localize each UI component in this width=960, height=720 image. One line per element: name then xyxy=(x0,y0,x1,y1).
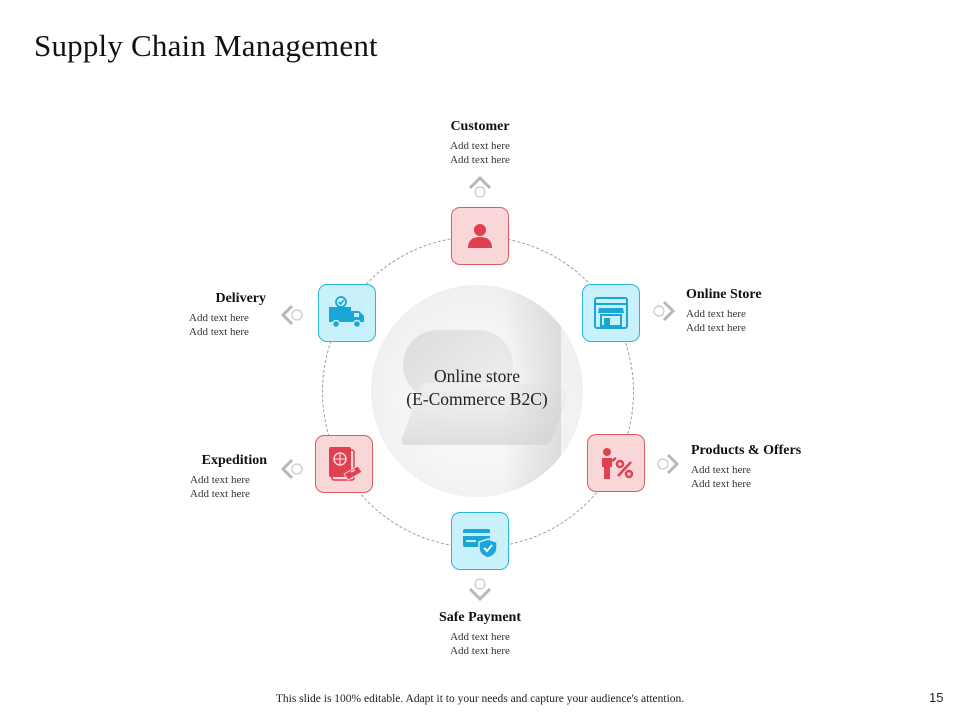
person-icon xyxy=(468,224,492,248)
chevron-left-icon xyxy=(280,304,303,326)
storefront-icon xyxy=(594,297,628,329)
online-store-node[interactable] xyxy=(582,284,640,342)
expedition-title: Expedition xyxy=(201,453,267,468)
delivery-label: Delivery Add text here Add text here xyxy=(146,291,266,339)
customer-title: Customer xyxy=(450,119,510,134)
online-store-label: Online Store Add text here Add text here xyxy=(686,287,826,335)
delivery-text-1: Add text here xyxy=(189,312,249,324)
passport-ticket-icon xyxy=(329,447,363,481)
safe-payment-node[interactable] xyxy=(451,512,509,570)
online-store-text-1: Add text here xyxy=(686,308,746,320)
expedition-node[interactable] xyxy=(315,435,373,493)
delivery-title: Delivery xyxy=(215,291,266,306)
center-label-line2: (E-Commerce B2C) xyxy=(406,389,548,409)
customer-node[interactable] xyxy=(451,207,509,265)
customer-text-2: Add text here xyxy=(450,154,510,166)
safe-payment-text-2: Add text here xyxy=(450,645,510,657)
customer-text-1: Add text here xyxy=(450,140,510,152)
safe-payment-title: Safe Payment xyxy=(438,610,522,625)
products-offers-node[interactable] xyxy=(587,434,645,492)
chevron-up-icon xyxy=(468,175,492,198)
products-offers-title: Products & Offers xyxy=(691,443,802,458)
delivery-node[interactable] xyxy=(318,284,376,342)
page-number: 15 xyxy=(929,690,944,705)
online-store-text-2: Add text here xyxy=(686,322,746,334)
chevron-right-icon xyxy=(653,300,676,322)
center-label-line1: Online store xyxy=(433,366,521,386)
products-offers-text-1: Add text here xyxy=(691,464,751,476)
expedition-text-2: Add text here xyxy=(190,488,250,500)
expedition-text-1: Add text here xyxy=(190,474,250,486)
chevron-down-icon xyxy=(468,578,492,602)
online-store-title: Online Store xyxy=(686,287,762,302)
expedition-label: Expedition Add text here Add text here xyxy=(147,453,267,501)
chevron-left-icon xyxy=(280,458,303,480)
percent-offer-icon xyxy=(602,448,634,479)
center-label: Online store (E-Commerce B2C) xyxy=(371,365,583,411)
delivery-truck-icon xyxy=(329,296,364,329)
products-offers-label: Products & Offers Add text here Add text… xyxy=(691,443,851,491)
safe-payment-text-1: Add text here xyxy=(450,631,510,643)
slide-title: Supply Chain Management xyxy=(34,28,378,63)
safe-payment-label: Safe Payment Add text here Add text here xyxy=(410,610,550,658)
center-photo-circle xyxy=(371,285,583,497)
secure-card-icon xyxy=(463,529,498,559)
products-offers-text-2: Add text here xyxy=(691,478,751,490)
chevron-right-icon xyxy=(657,453,680,475)
footer-note: This slide is 100% editable. Adapt it to… xyxy=(275,693,685,705)
customer-label: Customer Add text here Add text here xyxy=(420,119,540,167)
delivery-text-2: Add text here xyxy=(189,326,249,338)
